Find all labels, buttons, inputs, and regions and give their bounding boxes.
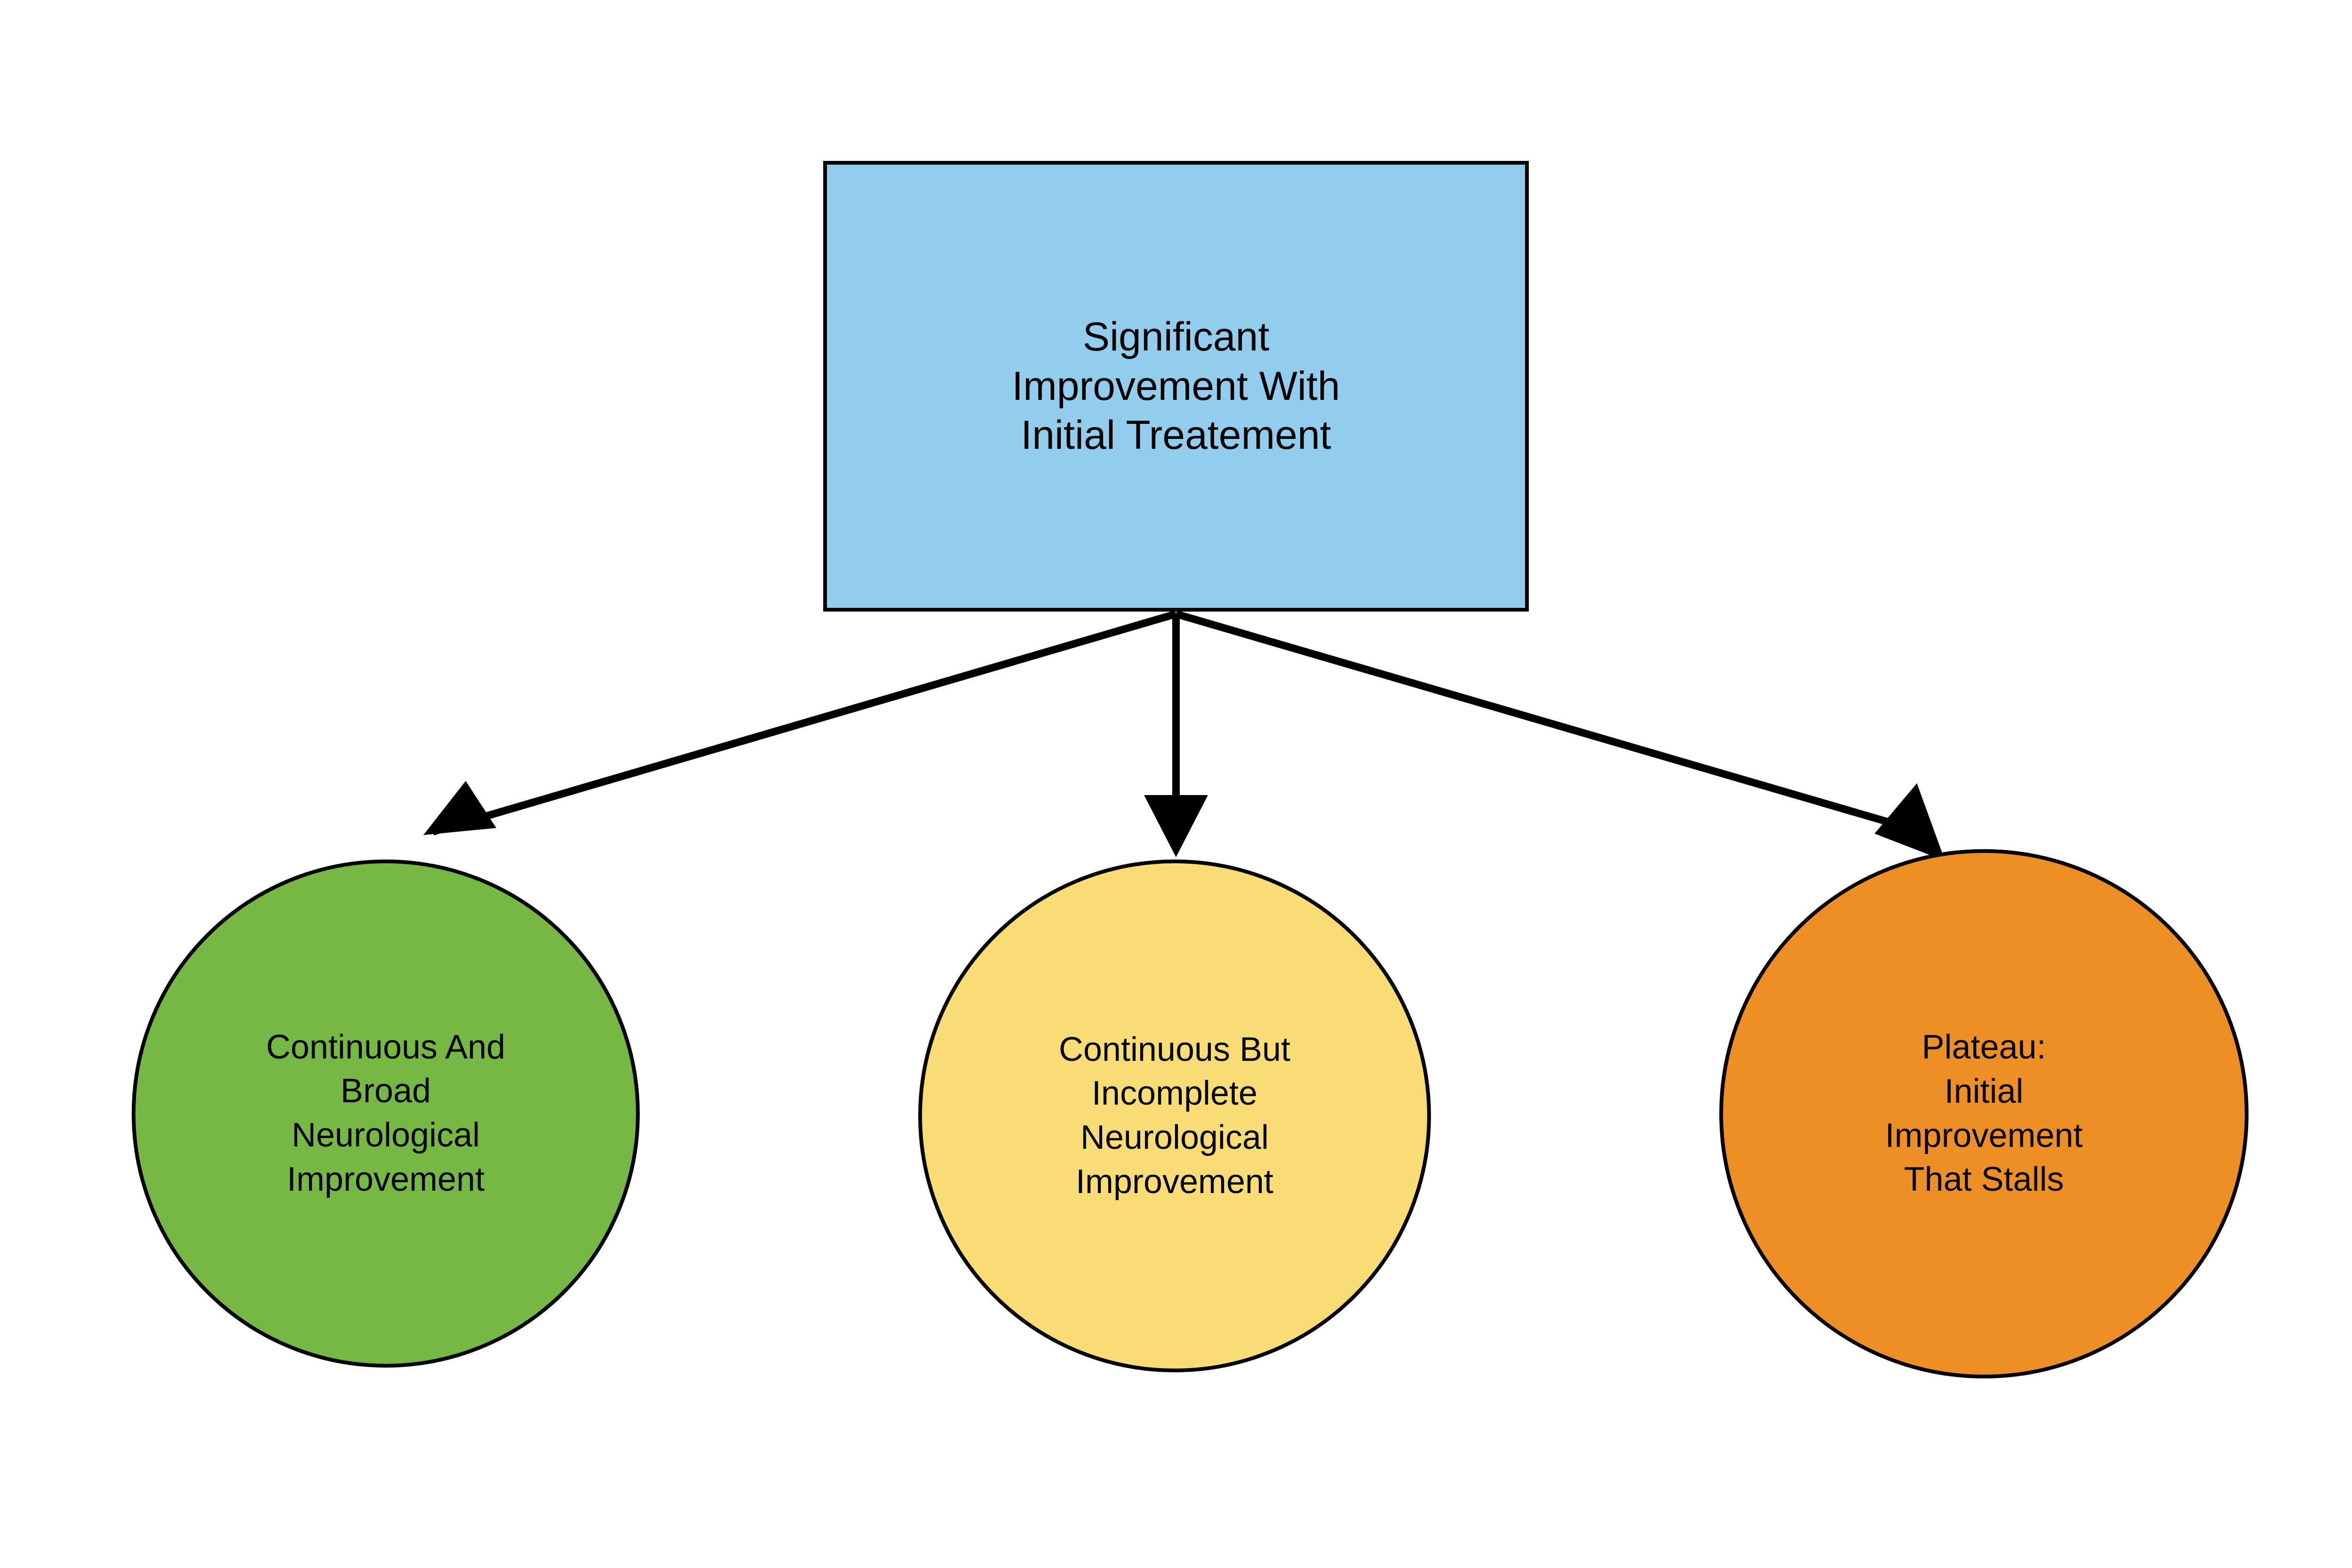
node-label-root: Significant Improvement With Initial Tre… [1012,314,1340,458]
node-label-plateau: Plateau: Initial Improvement That Stalls [1885,1028,2083,1199]
node-continuous-and-broad-neurological-improvement[interactable]: Continuous And Broad Neurological Improv… [132,860,640,1368]
edge-root-to-continuous-incomplete [1144,614,1208,857]
node-label-continuous-broad: Continuous And Broad Neurological Improv… [266,1028,506,1198]
node-label-continuous-incomplete: Continuous But Incomplete Neurological I… [1058,1030,1291,1201]
node-significant-improvement-with-initial-treatement[interactable]: Significant Improvement With Initial Tre… [823,161,1529,612]
node-continuous-but-incomplete-neurological-improvement[interactable]: Continuous But Incomplete Neurological I… [918,860,1431,1372]
node-plateau-initial-improvement-that-stalls[interactable]: Plateau: Initial Improvement That Stalls [1719,849,2249,1378]
edge-root-to-continuous-broad [423,610,1177,836]
edge-root-to-plateau [1175,610,1945,861]
